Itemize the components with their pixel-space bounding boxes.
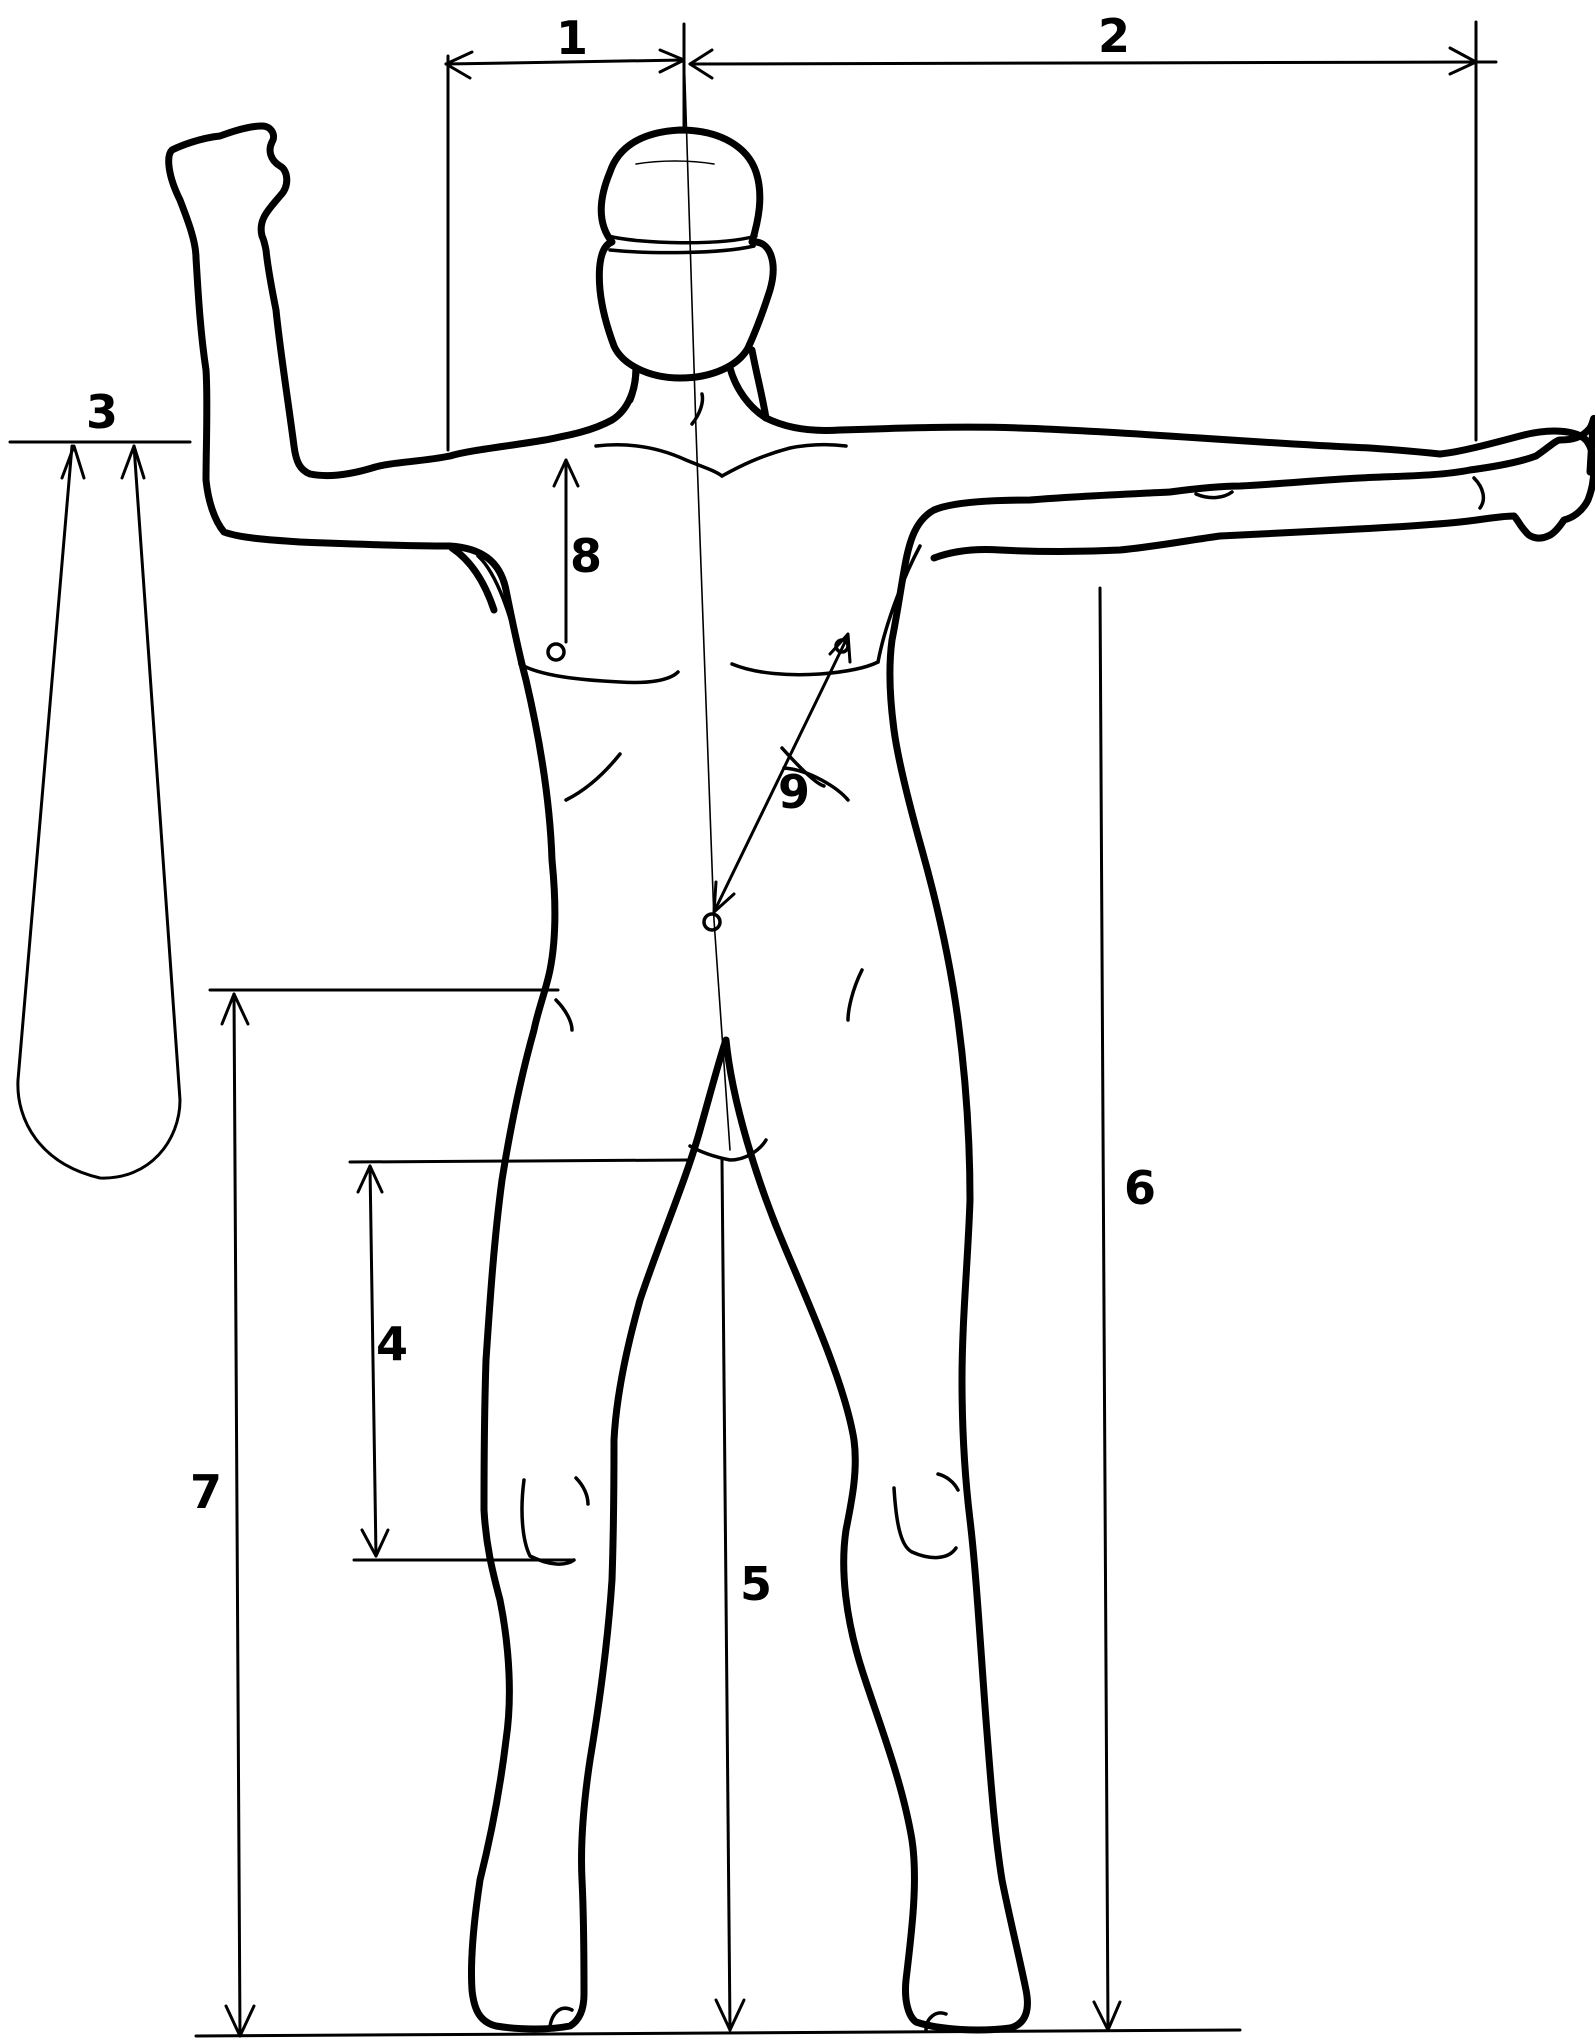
wrist-crease — [1474, 478, 1483, 508]
label-2: 2 — [1098, 9, 1130, 63]
label-1: 1 — [556, 11, 588, 65]
figure-outline — [169, 126, 1594, 2030]
body-silhouette — [169, 126, 1594, 2030]
knee-right-mark — [938, 1474, 958, 1490]
hip-right — [848, 970, 862, 1020]
chest-left — [520, 664, 678, 683]
extended-arm — [730, 368, 1594, 558]
abdomen-left — [566, 754, 620, 800]
knee-left — [522, 1480, 574, 1564]
chest-right — [732, 662, 878, 675]
neck-left — [630, 368, 636, 400]
nipple-left — [548, 644, 564, 660]
clavicle-right — [722, 445, 846, 476]
label-3: 3 — [86, 385, 118, 439]
cap-band — [610, 246, 754, 253]
label-6: 6 — [1124, 1161, 1156, 1215]
measure-3 — [10, 442, 190, 1178]
measure-1 — [446, 50, 684, 450]
floor-line — [196, 2030, 1240, 2036]
anatomy-details — [478, 50, 1483, 2030]
cap-brim — [608, 236, 756, 243]
label-5: 5 — [740, 1557, 772, 1611]
hip-left — [556, 1000, 572, 1030]
navel — [704, 914, 720, 930]
label-4: 4 — [376, 1317, 408, 1371]
label-8: 8 — [570, 529, 602, 583]
clavicle-left — [596, 445, 722, 476]
cap-crease — [636, 161, 714, 164]
sternum-notch — [692, 394, 703, 424]
label-7: 7 — [190, 1465, 222, 1519]
measure-2 — [684, 22, 1496, 440]
label-9: 9 — [778, 765, 810, 819]
knee-left-mark — [576, 1478, 588, 1504]
measure-6 — [1094, 588, 1120, 2030]
knee-right — [894, 1488, 956, 1558]
center-line — [684, 50, 730, 1150]
arm-crease — [1196, 492, 1232, 498]
